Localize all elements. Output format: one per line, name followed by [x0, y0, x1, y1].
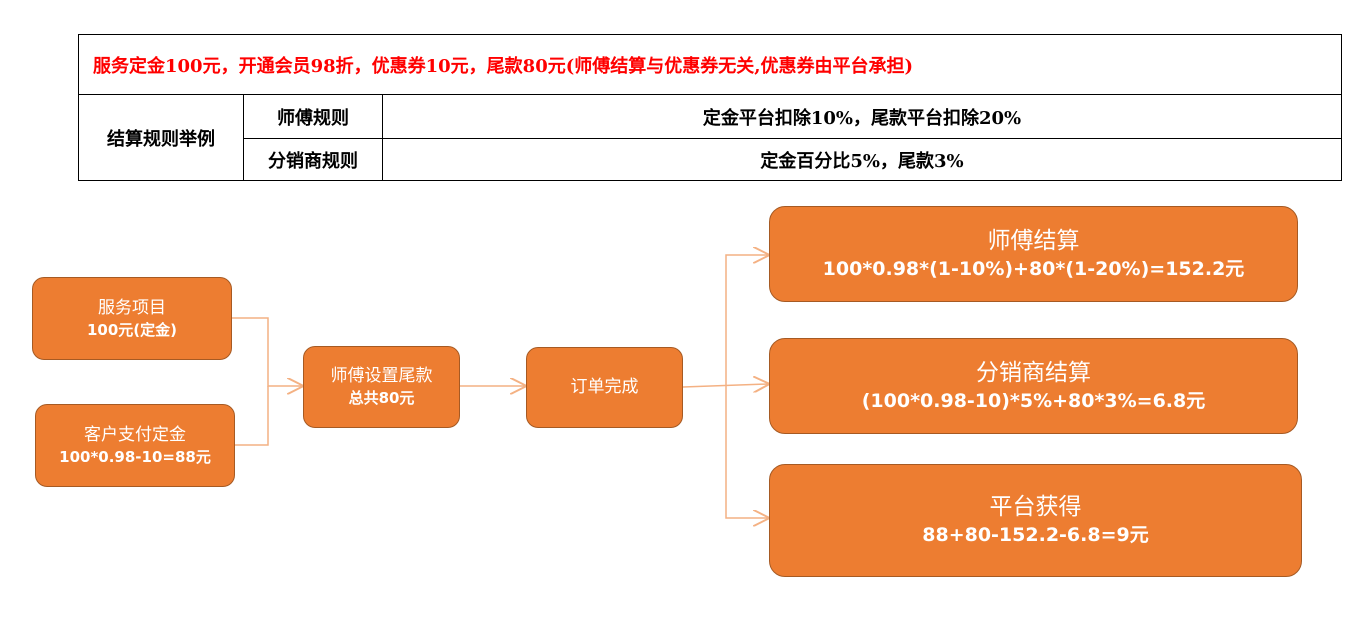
connector-deposit-to-master [235, 386, 269, 446]
settlement-rules-table: 服务定金100元，开通会员98折，优惠券10元，尾款80元(师傅结算与优惠券无关… [78, 34, 1342, 181]
customer-deposit-sub: 100*0.98-10=88元 [59, 447, 211, 466]
service-item-title: 服务项目 [98, 297, 166, 318]
distributor-rule-value: 定金百分比5%，尾款3% [760, 151, 964, 172]
service-item-node: 服务项目 100元(定金) [32, 277, 232, 360]
service-item-sub: 100元(定金) [86, 320, 178, 339]
master-final-sub: 总共80元 [348, 389, 415, 408]
master-final-title: 师傅设置尾款 [330, 366, 433, 387]
distributor-settlement-node: 分销商结算 (100*0.98-10)*5%+80*3%=6.8元 [769, 338, 1298, 434]
platform-income-formula: 88+80-152.2-6.8=9元 [922, 524, 1149, 547]
master-settlement-node: 师傅结算 100*0.98*(1-10%)+80*(1-20%)=152.2元 [769, 206, 1298, 302]
master-settlement-title: 师傅结算 [987, 227, 1080, 254]
connector-complete-to-master-settlement [725, 255, 768, 387]
connector-service-to-master [232, 317, 302, 386]
master-rule-value: 定金平台扣除10%，尾款平台扣除20% [383, 95, 1341, 139]
platform-income-node: 平台获得 88+80-152.2-6.8=9元 [769, 464, 1302, 577]
distributor-settlement-title: 分销商结算 [976, 359, 1091, 386]
platform-income-title: 平台获得 [989, 494, 1082, 521]
customer-deposit-node: 客户支付定金 100*0.98-10=88元 [35, 404, 235, 487]
master-settlement-formula: 100*0.98*(1-10%)+80*(1-20%)=152.2元 [822, 257, 1245, 280]
rules-title: 结算规则举例 [79, 95, 244, 181]
master-rule-name: 师傅规则 [244, 95, 383, 139]
master-final-node: 师傅设置尾款 总共80元 [303, 346, 460, 428]
rules-header: 服务定金100元，开通会员98折，优惠券10元，尾款80元(师傅结算与优惠券无关… [79, 35, 1341, 95]
connector-complete-to-platform [725, 387, 768, 518]
order-complete-title: 订单完成 [570, 377, 639, 398]
customer-deposit-title: 客户支付定金 [84, 424, 186, 445]
order-complete-node: 订单完成 [526, 347, 683, 428]
distributor-rule-name: 分销商规则 [244, 139, 383, 181]
distributor-settlement-formula: (100*0.98-10)*5%+80*3%=6.8元 [861, 389, 1206, 412]
